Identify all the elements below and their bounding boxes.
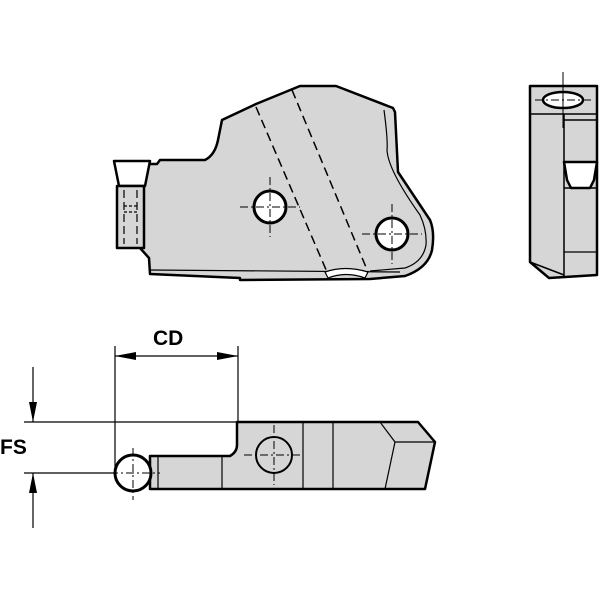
top-view bbox=[110, 420, 437, 500]
dimension-fs bbox=[24, 367, 237, 528]
end-view-insert-pocket bbox=[562, 160, 599, 190]
insert-seat bbox=[115, 184, 146, 250]
fs-dimension-label: FS bbox=[0, 436, 27, 459]
mounting-hole-1 bbox=[252, 189, 288, 225]
cd-dimension-label: CD bbox=[153, 327, 184, 350]
end-view bbox=[528, 72, 599, 280]
insert-pocket bbox=[112, 159, 152, 188]
dimension-cd bbox=[114, 346, 239, 473]
side-view-body bbox=[138, 84, 435, 282]
mounting-hole-2 bbox=[374, 216, 410, 252]
side-view bbox=[112, 84, 435, 282]
